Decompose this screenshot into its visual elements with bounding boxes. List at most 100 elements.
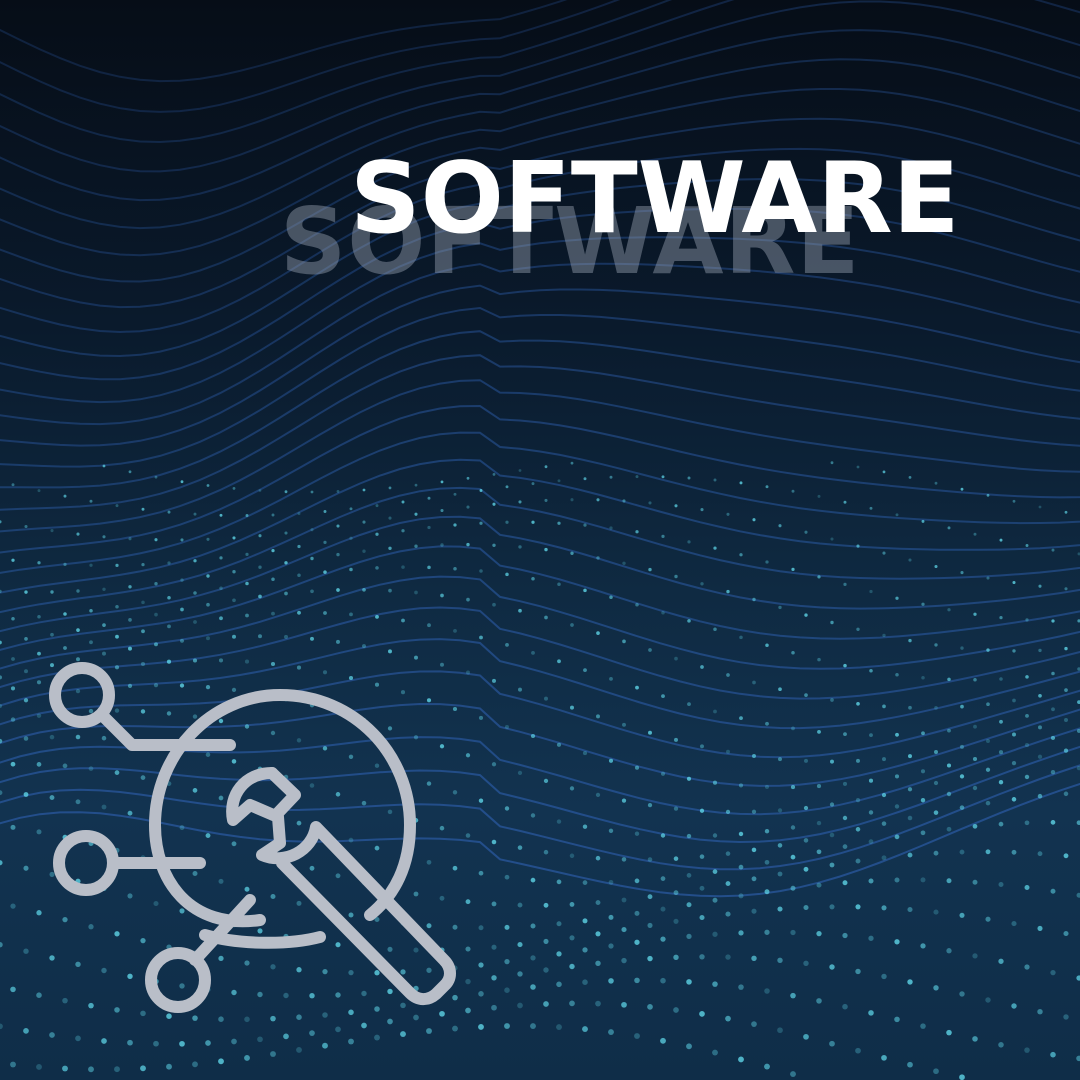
wave-line bbox=[0, 782, 1080, 898]
mesh-dot bbox=[920, 877, 926, 883]
mesh-dot bbox=[803, 838, 809, 843]
mesh-dot bbox=[699, 808, 705, 813]
mesh-dot bbox=[686, 1043, 692, 1050]
mesh-dot bbox=[245, 552, 249, 557]
mesh-dot bbox=[348, 754, 354, 759]
mesh-dot bbox=[219, 586, 223, 590]
mesh-dot bbox=[1077, 552, 1080, 556]
mesh-dot bbox=[609, 475, 613, 479]
mesh-dot bbox=[543, 967, 549, 973]
mesh-dot bbox=[960, 704, 964, 709]
mesh-dot bbox=[803, 866, 809, 872]
mesh-dot bbox=[557, 521, 561, 525]
mesh-dot bbox=[115, 563, 119, 568]
mesh-dot bbox=[908, 705, 912, 710]
mesh-dot bbox=[556, 921, 562, 927]
mesh-dot bbox=[894, 834, 900, 840]
mesh-dot bbox=[790, 785, 796, 790]
mesh-dot bbox=[0, 860, 3, 866]
mesh-dot bbox=[622, 639, 626, 644]
mesh-dot bbox=[492, 473, 496, 476]
mesh-dot bbox=[232, 570, 236, 574]
mesh-dot bbox=[986, 739, 990, 743]
mesh-dot bbox=[375, 532, 379, 536]
mesh-dot bbox=[517, 770, 523, 776]
mesh-dot bbox=[934, 643, 938, 647]
mesh-dot bbox=[829, 1040, 835, 1047]
mesh-dot bbox=[570, 551, 574, 555]
mesh-dot bbox=[179, 908, 185, 914]
mesh-dot bbox=[102, 623, 106, 627]
mesh-dot bbox=[817, 729, 821, 734]
mesh-dot bbox=[959, 991, 965, 997]
mesh-dot bbox=[764, 929, 770, 935]
mesh-dot bbox=[75, 1035, 81, 1042]
mesh-dot bbox=[232, 598, 236, 603]
mesh-dot bbox=[114, 770, 120, 775]
mesh-dot bbox=[374, 1034, 380, 1041]
mesh-dot bbox=[284, 531, 288, 535]
wave-line bbox=[0, 178, 1080, 358]
mesh-dot bbox=[76, 628, 80, 632]
mesh-dot bbox=[907, 815, 913, 821]
mesh-dot bbox=[816, 849, 822, 855]
mesh-dot bbox=[764, 988, 770, 994]
mesh-dot bbox=[674, 737, 678, 742]
mesh-dot bbox=[530, 733, 536, 739]
mesh-dot bbox=[804, 693, 808, 697]
mesh-dot bbox=[608, 1029, 614, 1036]
mesh-dot bbox=[101, 1038, 107, 1044]
mesh-dot bbox=[518, 608, 522, 613]
mesh-dot bbox=[713, 627, 717, 631]
mesh-dot bbox=[452, 706, 458, 712]
mesh-dot bbox=[985, 997, 991, 1003]
mesh-dot bbox=[231, 759, 237, 764]
wave-line bbox=[0, 0, 673, 144]
mesh-dot bbox=[75, 734, 81, 740]
mesh-dot bbox=[1064, 718, 1068, 722]
mesh-dot bbox=[894, 877, 900, 883]
mesh-dot bbox=[972, 756, 978, 762]
mesh-dot bbox=[310, 556, 314, 561]
mesh-dot bbox=[1024, 885, 1030, 890]
mesh-dot bbox=[232, 487, 236, 490]
mesh-dot bbox=[946, 1029, 952, 1036]
mesh-dot bbox=[10, 986, 16, 993]
mesh-dot bbox=[297, 512, 301, 516]
mesh-dot bbox=[258, 489, 262, 492]
mesh-dot bbox=[466, 476, 470, 480]
mesh-dot bbox=[569, 935, 575, 941]
mesh-dot bbox=[270, 1015, 276, 1022]
mesh-dot bbox=[933, 780, 939, 786]
mesh-dot bbox=[114, 665, 120, 670]
mesh-dot bbox=[426, 781, 432, 786]
mesh-dot bbox=[1076, 975, 1080, 981]
mesh-dot bbox=[842, 932, 848, 939]
mesh-dot bbox=[310, 636, 314, 641]
mesh-dot bbox=[362, 549, 366, 553]
mesh-dot bbox=[1024, 774, 1030, 780]
mesh-dot bbox=[348, 969, 354, 976]
mesh-dot bbox=[556, 1024, 562, 1031]
mesh-dot bbox=[946, 948, 952, 954]
mesh-dot bbox=[1012, 649, 1016, 653]
mesh-dot bbox=[296, 1014, 302, 1020]
mesh-dot bbox=[206, 484, 210, 487]
mesh-dot bbox=[621, 798, 627, 803]
mesh-dot bbox=[193, 591, 197, 595]
wave-line bbox=[0, 354, 1080, 511]
mesh-dot bbox=[1063, 1014, 1069, 1020]
mesh-dot bbox=[452, 994, 458, 1001]
mesh-dot bbox=[596, 556, 600, 560]
mesh-dot bbox=[947, 608, 951, 612]
mesh-dot bbox=[127, 973, 133, 980]
wave-line bbox=[0, 638, 1080, 730]
mesh-dot bbox=[621, 857, 627, 862]
mesh-dot bbox=[609, 595, 613, 600]
mesh-dot bbox=[752, 597, 756, 602]
mesh-dot bbox=[1037, 793, 1043, 799]
mesh-dot bbox=[686, 933, 692, 940]
mesh-dot bbox=[1063, 930, 1069, 937]
mesh-dot bbox=[921, 731, 925, 736]
mesh-dot bbox=[310, 589, 314, 594]
